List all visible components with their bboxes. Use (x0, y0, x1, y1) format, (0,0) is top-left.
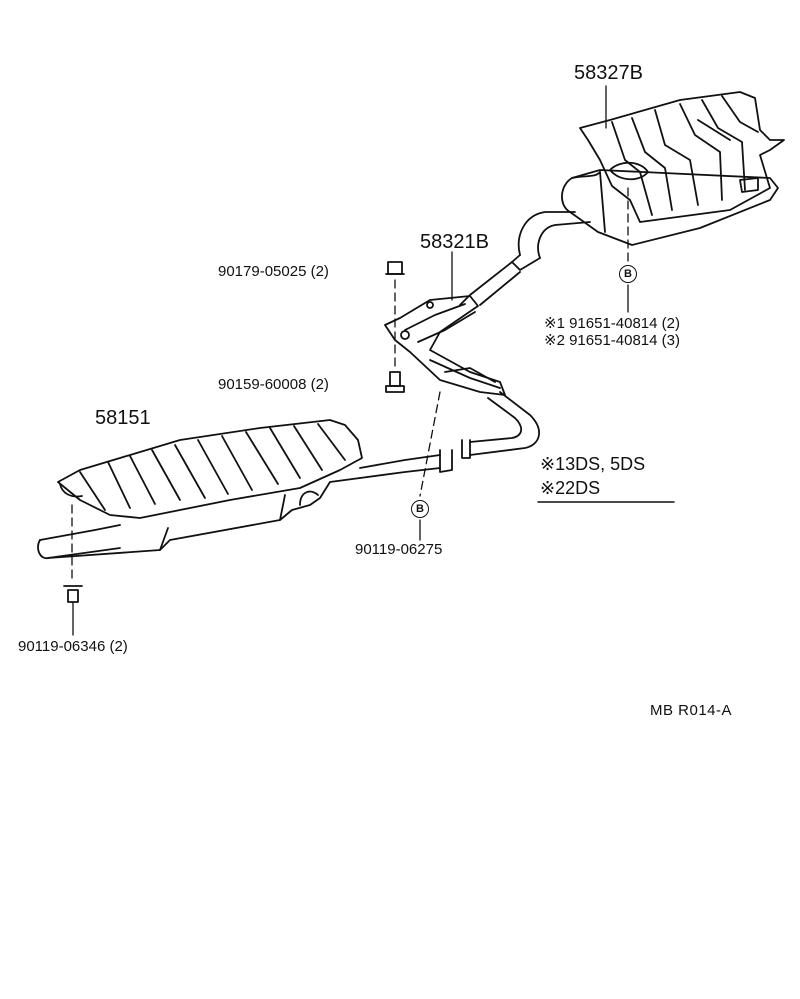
label-58321b: 58321B (420, 231, 489, 253)
label-58327b: 58327B (574, 62, 643, 84)
callout-b-center: B (411, 500, 429, 518)
dashed-guides (71, 187, 629, 583)
note-variant-1: ※13DS, 5DS (540, 454, 646, 474)
rear-pipe (511, 211, 591, 271)
label-90119-06275: 90119-06275 (355, 541, 443, 558)
label-90159-60008: 90159-60008 (2) (218, 376, 329, 393)
bolt-90119-06346 (63, 585, 83, 603)
label-90179-05025: 90179-05025 (2) (218, 263, 329, 280)
nut-90179 (385, 261, 405, 275)
label-91651-40814-2: ※2 91651-40814 (3) (544, 332, 680, 349)
diagram-reference-code: MB R014-A (650, 702, 733, 719)
center-pipe (459, 261, 540, 459)
bolt-90159 (385, 371, 405, 393)
leader-lines (72, 85, 629, 636)
front-muffler (37, 477, 361, 560)
label-90119-06346: 90119-06346 (2) (18, 638, 128, 655)
rear-muffler (561, 169, 779, 246)
heat-insulator-58327b (579, 91, 785, 223)
label-91651-40814-1: ※1 91651-40814 (2) (544, 315, 680, 332)
note-variant-2: ※22DS (540, 478, 601, 498)
label-58151: 58151 (95, 407, 151, 429)
bracket-58321b (384, 295, 506, 396)
front-pipe (359, 449, 453, 479)
callout-b-rear: B (619, 265, 637, 283)
heat-insulator-58151 (57, 419, 363, 519)
